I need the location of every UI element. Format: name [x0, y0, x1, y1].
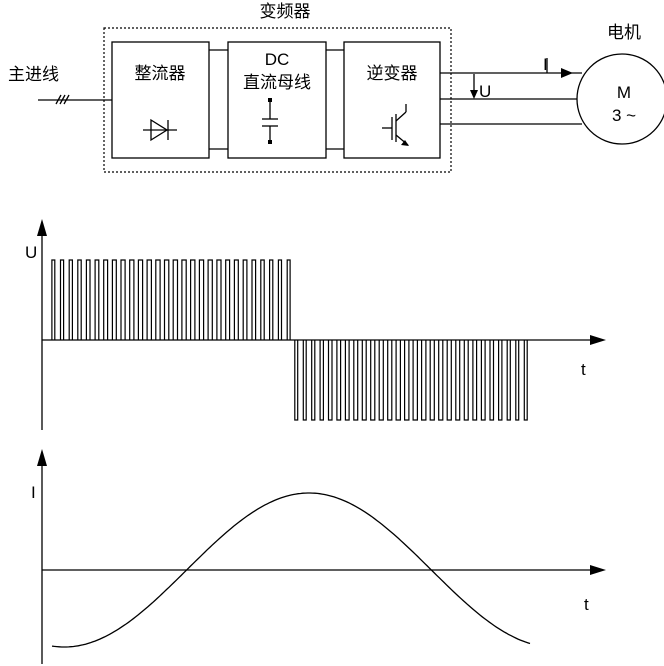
pwm-pulse [480, 340, 486, 421]
pwm-pulse [68, 259, 73, 340]
inverter-block [343, 41, 441, 159]
voltage-x-arrowhead [590, 335, 606, 345]
pwm-pulse [216, 259, 222, 340]
pwm-pulse [155, 259, 161, 340]
pwm-pulse [370, 340, 376, 421]
pwm-pulse [181, 259, 187, 340]
pwm-pulse [103, 259, 109, 340]
pwm-pulse [277, 259, 283, 340]
current-chart: I t [31, 449, 606, 664]
pwm-pulse [59, 259, 65, 340]
pwm-pulse [51, 259, 56, 340]
motor-symbol: M [617, 83, 631, 102]
motor-icon [576, 53, 664, 145]
pwm-pulse [429, 340, 435, 421]
pwm-pulse [387, 340, 393, 421]
pwm-pulse [269, 259, 274, 340]
pwm-pulse [251, 259, 257, 340]
mains-label: 主进线 [8, 65, 59, 85]
pwm-pulse [344, 340, 350, 421]
pwm-pulse [207, 259, 213, 340]
dc-label: DC [265, 50, 290, 69]
dc-bus-block [227, 41, 327, 159]
pwm-pulse [129, 259, 135, 340]
converter-title: 变频器 [260, 2, 311, 22]
pwm-pulse [421, 340, 427, 421]
pwm-pulse [463, 340, 469, 421]
pwm-pulse [163, 259, 170, 340]
voltage-chart: U t [25, 219, 606, 430]
inverter-label: 逆变器 [367, 64, 418, 84]
pwm-pulse [190, 259, 196, 340]
pwm-pulse [506, 340, 511, 421]
igbt-icon [382, 104, 409, 146]
pwm-pulses [51, 259, 528, 421]
pwm-pulse [225, 259, 231, 340]
current-sine-wave [51, 492, 531, 648]
pwm-pulse [294, 340, 299, 421]
pwm-pulse [77, 259, 82, 340]
pwm-pulse [438, 340, 444, 421]
rectifier-label: 整流器 [135, 64, 186, 84]
motor-label: 电机 [607, 23, 641, 43]
pwm-pulse [412, 340, 418, 421]
pwm-pulse [361, 340, 367, 421]
pwm-pulse [515, 340, 520, 421]
pwm-pulse [455, 340, 461, 421]
pwm-pulse [319, 340, 324, 421]
current-label: I [543, 55, 548, 74]
three-phase-mark [55, 94, 70, 105]
pwm-pulse [395, 340, 401, 421]
current-y-arrowhead [37, 449, 47, 466]
voltage-label: U [479, 82, 491, 101]
pwm-pulse [311, 340, 316, 421]
pwm-pulse [523, 340, 528, 421]
pwm-pulse [111, 259, 117, 340]
motor-phase: 3 ~ [612, 106, 636, 125]
pwm-pulse [172, 259, 179, 340]
pwm-pulse [85, 259, 91, 340]
voltage-y-label: U [25, 243, 37, 262]
pwm-pulse [94, 259, 100, 340]
current-arrowhead [561, 68, 573, 78]
pwm-pulse [327, 340, 333, 421]
pwm-pulse [353, 340, 359, 421]
pwm-pulse [137, 259, 144, 340]
pwm-pulse [260, 259, 265, 340]
pwm-pulse [286, 259, 291, 340]
pwm-pulse [233, 259, 239, 340]
dc-bus-label: 直流母线 [243, 73, 311, 93]
pwm-pulse [404, 340, 410, 421]
capacitor-icon [262, 98, 278, 144]
rectifier-block [111, 41, 210, 159]
pwm-pulse [198, 259, 205, 340]
voltage-x-label: t [581, 360, 586, 379]
voltage-y-arrowhead [37, 219, 47, 236]
voltage-arrowhead [470, 90, 478, 99]
diode-icon [143, 118, 177, 142]
pwm-pulse [336, 340, 342, 421]
current-x-label: t [584, 595, 589, 614]
pwm-pulse [446, 340, 452, 421]
pwm-pulse [472, 340, 478, 421]
pwm-pulse [242, 259, 248, 340]
pwm-pulse [302, 340, 307, 421]
current-y-label: I [31, 483, 36, 502]
pwm-pulse [498, 340, 503, 421]
pwm-pulse [120, 259, 126, 340]
current-x-arrowhead [590, 565, 606, 575]
pwm-pulse [146, 259, 152, 340]
pwm-pulse [489, 340, 495, 421]
pwm-pulse [378, 340, 384, 421]
